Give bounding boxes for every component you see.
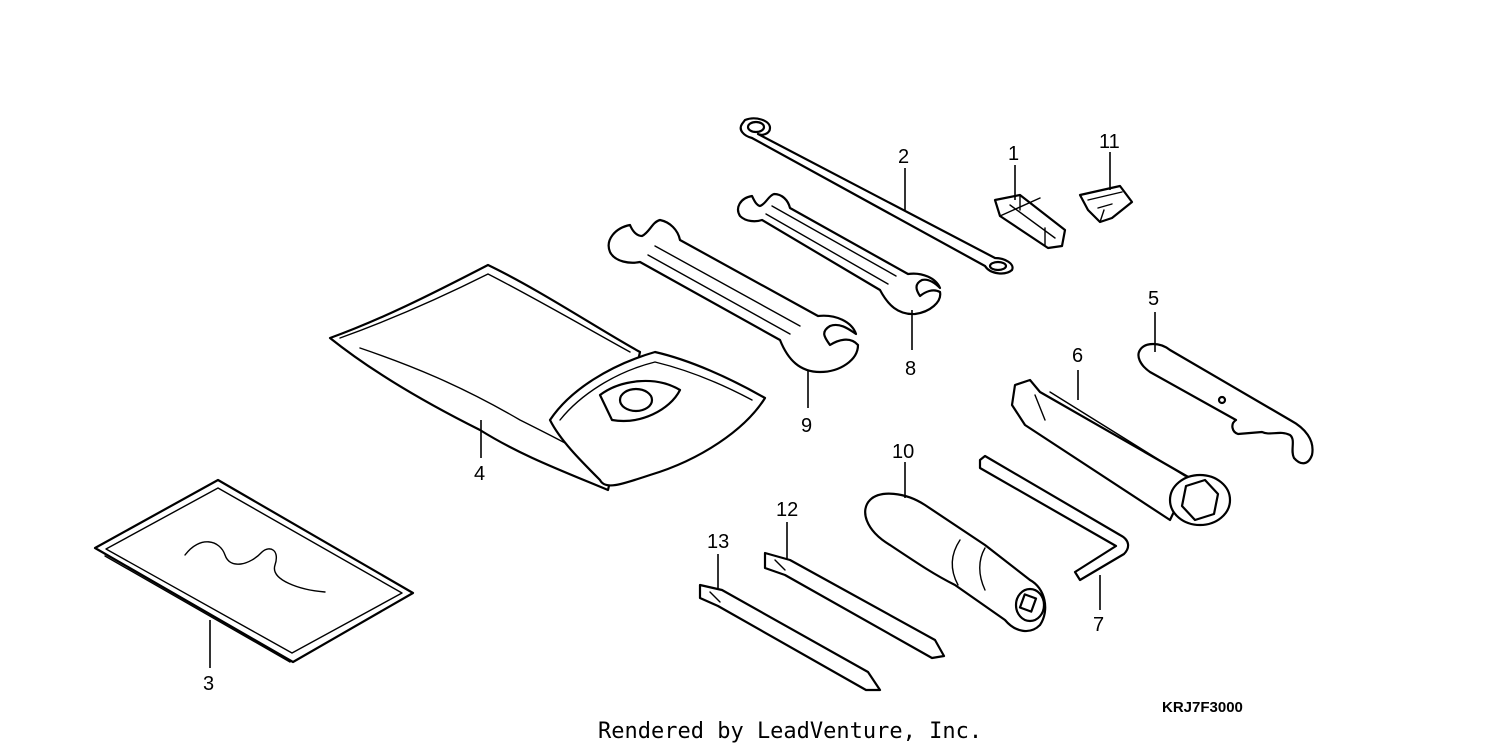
diagram-code: KRJ7F3000 <box>1162 699 1243 716</box>
part-1-fuse-puller[interactable] <box>993 193 1067 250</box>
part-11-fuse[interactable] <box>1078 184 1134 224</box>
callout-2: 2 <box>898 146 909 168</box>
part-5-pin-spanner[interactable] <box>1137 342 1314 465</box>
leader-lines <box>209 152 1156 668</box>
part-4-tool-bag[interactable] <box>328 263 767 492</box>
render-credit: Rendered by LeadVenture, Inc. <box>598 719 982 744</box>
callout-3: 3 <box>203 673 214 695</box>
callout-6: 6 <box>1072 345 1083 367</box>
callout-9: 9 <box>801 415 812 437</box>
part-13-screwdriver-blade[interactable] <box>698 583 882 692</box>
callout-12: 12 <box>776 499 798 521</box>
callout-4: 4 <box>474 463 485 485</box>
callout-13: 13 <box>707 531 729 553</box>
part-3-owners-manual[interactable] <box>93 478 415 664</box>
part-9-open-end-wrench[interactable] <box>607 218 860 374</box>
callout-11: 11 <box>1099 131 1120 153</box>
part-8-open-end-wrench[interactable] <box>736 192 942 316</box>
part-7-hex-key[interactable] <box>978 454 1130 582</box>
callout-5: 5 <box>1148 288 1159 310</box>
callout-1: 1 <box>1008 143 1019 165</box>
part-12-screwdriver-blade[interactable] <box>763 551 946 660</box>
callout-8: 8 <box>905 358 916 380</box>
part-6-plug-socket-wrench[interactable] <box>1010 378 1232 527</box>
callout-labels: 1 2 3 4 5 6 7 8 9 10 11 12 13 <box>203 131 1159 695</box>
part-10-screwdriver-handle[interactable] <box>864 492 1047 633</box>
part-2-spoke-wrench[interactable] <box>739 117 1014 275</box>
callout-7: 7 <box>1093 614 1104 636</box>
callout-10: 10 <box>892 441 914 463</box>
